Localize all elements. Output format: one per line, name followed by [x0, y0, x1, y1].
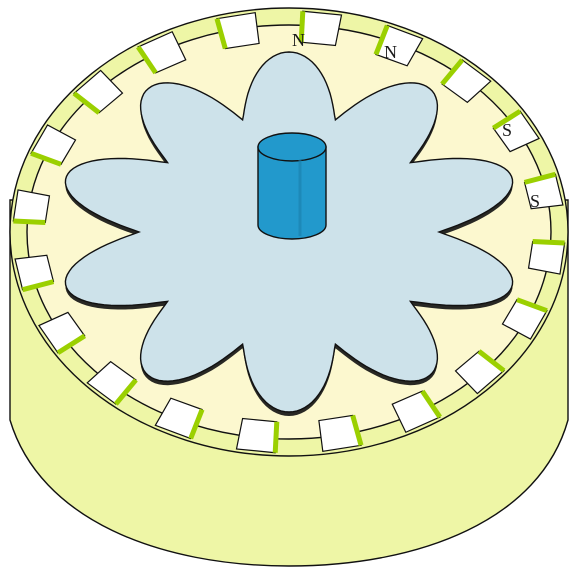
stator-slot [13, 190, 49, 223]
shaft [258, 133, 326, 239]
stator-slot-rim [275, 422, 277, 453]
stator-slot-rim [533, 241, 565, 243]
pole-label-n-2: N [384, 42, 397, 62]
stator-slot [301, 11, 341, 45]
pole-label-s-1: S [502, 120, 512, 140]
stator-slot [529, 241, 565, 274]
pole-label-s-2: S [530, 191, 540, 211]
stator-slot [237, 419, 277, 453]
stator-slot-rim [13, 221, 45, 223]
pole-label-n-1: N [292, 30, 305, 50]
